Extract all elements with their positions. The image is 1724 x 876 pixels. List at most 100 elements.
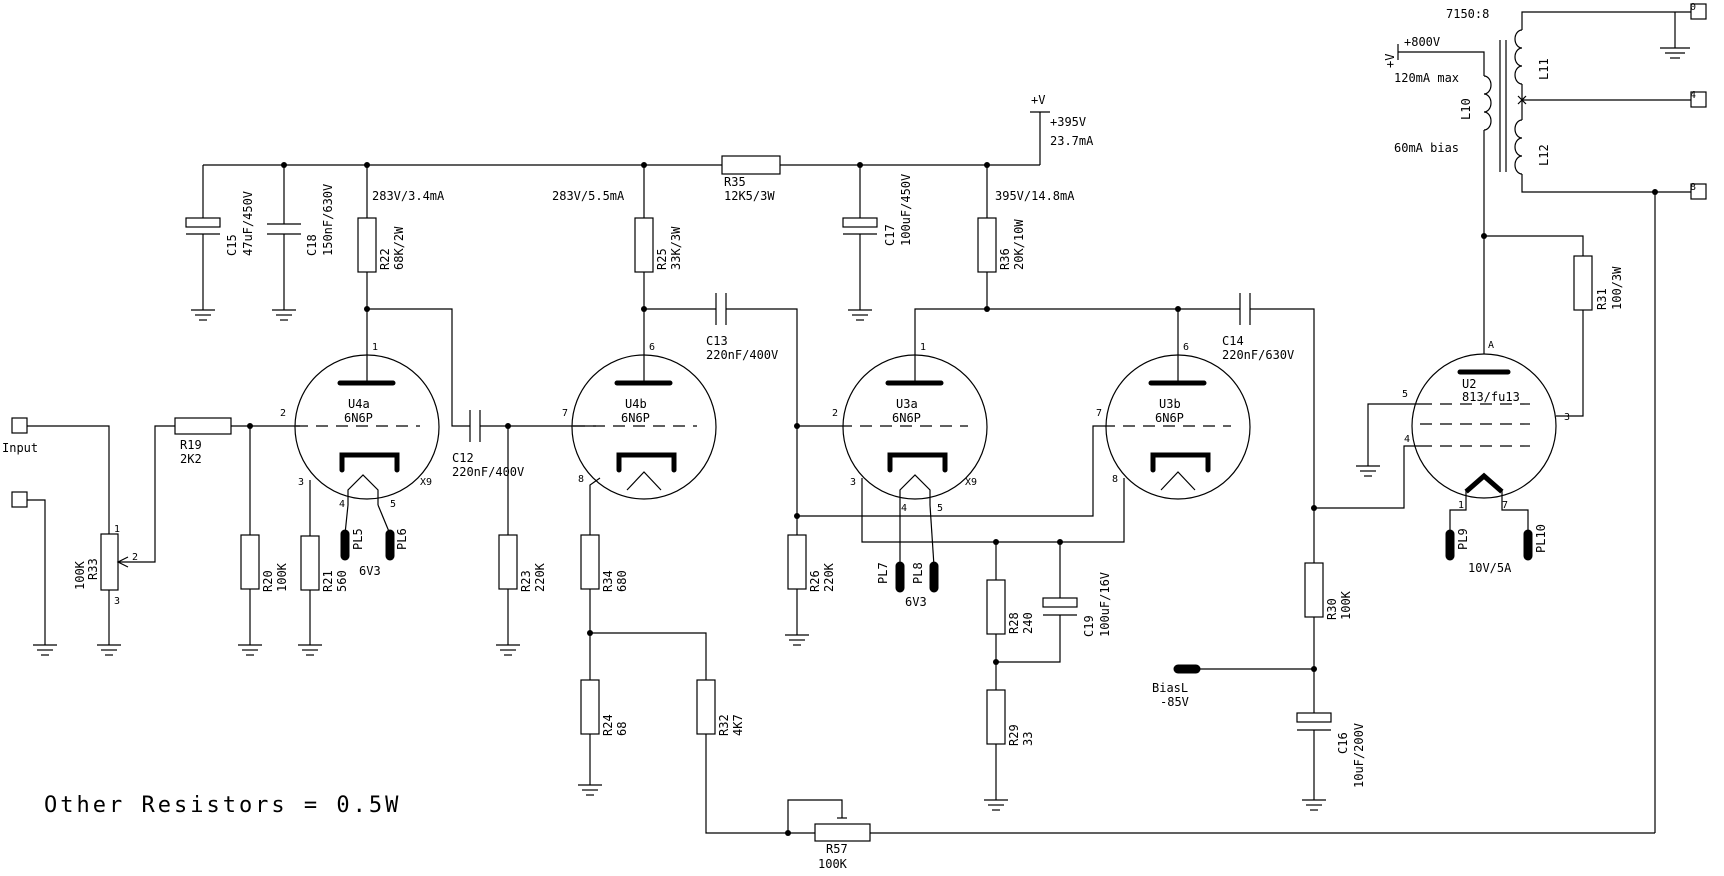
u2-pin-g2: 4 bbox=[1404, 434, 1410, 445]
input-section: Input 1 2 3 100K R33 R19 2K2 R20 bbox=[2, 417, 300, 656]
l11-label: L11 bbox=[1537, 58, 1551, 80]
bias-value: -85V bbox=[1160, 695, 1189, 709]
u3b-pin-grid: 7 bbox=[1096, 408, 1102, 419]
c13-label: C13 bbox=[706, 334, 728, 348]
hv-current-max: 120mA max bbox=[1394, 71, 1459, 85]
r24-label: R24 bbox=[601, 714, 615, 736]
c16-value: 10uF/200V bbox=[1352, 723, 1366, 788]
ground-symbol bbox=[33, 644, 57, 656]
r33-value: R33 bbox=[86, 558, 100, 580]
r30-value: 100K bbox=[1339, 590, 1353, 620]
c12-value: 220nF/400V bbox=[452, 465, 524, 479]
r25-value: 33K/3W bbox=[669, 226, 683, 270]
u3a-pin-cathode: 3 bbox=[850, 477, 856, 488]
c17-capacitor bbox=[842, 217, 878, 228]
r25-label: R25 bbox=[655, 248, 669, 270]
r26-label: R26 bbox=[808, 570, 822, 592]
input-ground-terminal[interactable] bbox=[11, 491, 28, 508]
r30-label: R30 bbox=[1325, 598, 1339, 620]
u4a-pin-cathode: 3 bbox=[298, 477, 304, 488]
hv-current-bias: 60mA bias bbox=[1394, 141, 1459, 155]
u4a-stage: U4a 6N6P 1 2 3 4 5 X9 R21 560 PL5 PL6 6V… bbox=[280, 165, 596, 656]
c16-capacitor bbox=[1296, 712, 1332, 723]
r35-label: R35 bbox=[724, 175, 746, 189]
u2-label: U2 bbox=[1462, 377, 1476, 391]
u4a-pin-x: X9 bbox=[420, 477, 432, 488]
ground-symbol bbox=[785, 634, 809, 646]
pl9-label: PL9 bbox=[1456, 528, 1470, 550]
ground-symbol bbox=[1660, 47, 1690, 59]
r26-resistor bbox=[787, 534, 807, 590]
u3a-pin-h2: 5 bbox=[937, 503, 943, 514]
r33-potentiometer bbox=[100, 533, 119, 591]
r20-resistor bbox=[240, 534, 260, 590]
r19-label: R19 bbox=[180, 438, 202, 452]
b-plus-rail: +V +395V 23.7mA R35 12K5/3W C15 47uF/450… bbox=[185, 93, 1094, 321]
r23-label: R23 bbox=[519, 570, 533, 592]
u4b-pin-grid: 7 bbox=[562, 408, 568, 419]
u4b-pin-plate: 6 bbox=[649, 342, 655, 353]
r22-voltage: 283V/3.4mA bbox=[372, 189, 445, 203]
r28-resistor bbox=[986, 579, 1006, 635]
r32-label: R32 bbox=[717, 714, 731, 736]
c19-label: C19 bbox=[1082, 615, 1096, 637]
ground-symbol bbox=[1302, 799, 1326, 811]
r36-resistor bbox=[977, 217, 997, 273]
r23-resistor bbox=[498, 534, 518, 590]
r33-pin1: 1 bbox=[114, 524, 120, 535]
r28-label: R28 bbox=[1007, 612, 1021, 634]
u3b-pin-cathode: 8 bbox=[1112, 474, 1118, 485]
output-terminal-4[interactable] bbox=[1690, 91, 1707, 108]
c13-value: 220nF/400V bbox=[706, 348, 778, 362]
r22-value: 68K/2W bbox=[392, 226, 406, 270]
u4b-stage: U4b 6N6P 6 7 8 283V/5.5mA R25 33K/3W C13… bbox=[552, 165, 1656, 871]
u3b-label: U3b bbox=[1159, 397, 1181, 411]
u2-pin-anode: A bbox=[1488, 340, 1494, 351]
transformer-ratio: 7150:8 bbox=[1446, 7, 1489, 21]
output-label-8: 8 bbox=[1690, 182, 1696, 193]
ground-symbol bbox=[848, 309, 872, 321]
r33-label: 100K bbox=[73, 560, 87, 590]
u3b-pin-plate: 6 bbox=[1183, 342, 1189, 353]
l12-winding bbox=[1514, 119, 1523, 175]
hv-voltage: +800V bbox=[1404, 35, 1440, 49]
output-terminal-8[interactable] bbox=[1690, 183, 1707, 200]
r36-label: R36 bbox=[998, 248, 1012, 270]
r33-pin2: 2 bbox=[132, 552, 138, 563]
u3a-tube bbox=[842, 354, 988, 500]
u3b-type: 6N6P bbox=[1155, 411, 1184, 425]
r29-value: 33 bbox=[1021, 732, 1035, 746]
c12-label: C12 bbox=[452, 451, 474, 465]
c18-value: 150nF/630V bbox=[321, 184, 335, 256]
pl10-label: PL10 bbox=[1534, 524, 1548, 553]
resistor-note: Other Resistors = 0.5W bbox=[44, 793, 401, 818]
c15-label: C15 bbox=[225, 234, 239, 256]
pl8-label: PL8 bbox=[911, 562, 925, 584]
r29-resistor bbox=[986, 689, 1006, 745]
r22-resistor bbox=[357, 217, 377, 273]
c19-value: 100uF/16V bbox=[1098, 572, 1112, 637]
ground-symbol bbox=[97, 644, 121, 656]
input-terminal[interactable] bbox=[11, 417, 28, 434]
ground-symbol bbox=[191, 309, 215, 321]
ground-symbol bbox=[272, 309, 296, 321]
heater1-label: 6V3 bbox=[359, 564, 381, 578]
output-label-4: 4 bbox=[1690, 90, 1696, 101]
u3a-type: 6N6P bbox=[892, 411, 921, 425]
heater3-label: 10V/5A bbox=[1468, 561, 1512, 575]
u4a-type: 6N6P bbox=[344, 411, 373, 425]
r33-pin3: 3 bbox=[114, 596, 120, 607]
r30-resistor bbox=[1304, 562, 1324, 618]
r57-value: 100K bbox=[818, 857, 848, 871]
u4b-pin-cathode: 8 bbox=[578, 474, 584, 485]
u3-stage: 395V/14.8mA R36 20K/10W U3a 6N6P 1 2 3 4… bbox=[832, 165, 1420, 811]
l10-label: L10 bbox=[1459, 98, 1473, 120]
l11-winding bbox=[1514, 29, 1523, 85]
ground-symbol bbox=[984, 799, 1008, 811]
output-terminal-0[interactable] bbox=[1690, 3, 1707, 20]
c15-capacitor bbox=[185, 217, 221, 228]
r26-value: 220K bbox=[822, 562, 836, 592]
u4b-voltage: 283V/5.5mA bbox=[552, 189, 625, 203]
u3a-label: U3a bbox=[896, 397, 918, 411]
ground-symbol bbox=[298, 644, 322, 656]
